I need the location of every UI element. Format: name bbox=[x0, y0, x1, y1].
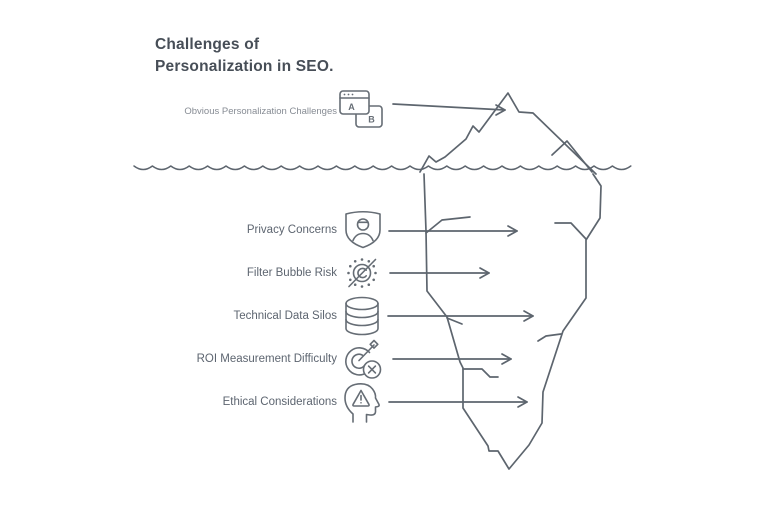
svg-text:B: B bbox=[368, 115, 375, 125]
arrow-privacy-concerns bbox=[388, 225, 518, 237]
crevice-right-top bbox=[554, 222, 587, 240]
label-filter-bubble-risk: Filter Bubble Risk bbox=[246, 267, 337, 279]
waterline-wave bbox=[133, 165, 632, 171]
crevice-right-lower bbox=[537, 333, 562, 342]
arrow-technical-data-silos bbox=[387, 310, 534, 322]
filter-bubble-icon bbox=[347, 258, 377, 288]
label-obvious-personalization-challenges: Obvious Personalization Challenges bbox=[184, 106, 337, 117]
svg-text:A: A bbox=[348, 102, 355, 112]
iceberg-secondary-peak bbox=[551, 140, 593, 173]
arrow-filter-bubble-risk bbox=[389, 267, 490, 279]
arrow-roi-measurement bbox=[392, 353, 512, 365]
database-icon bbox=[345, 296, 379, 336]
ab-test-icon: A B bbox=[339, 90, 383, 128]
label-roi-measurement-difficulty: ROI Measurement Difficulty bbox=[196, 353, 337, 365]
label-privacy-concerns: Privacy Concerns bbox=[246, 224, 337, 236]
crevice-left-top bbox=[425, 216, 471, 234]
roi-target-icon bbox=[345, 339, 382, 379]
page-title: Challenges of Personalization in SEO. bbox=[155, 34, 435, 77]
iceberg-body-outline bbox=[423, 173, 602, 470]
page-title-line1: Challenges of bbox=[155, 36, 260, 53]
crevice-left-lower bbox=[462, 368, 499, 378]
label-technical-data-silos: Technical Data Silos bbox=[233, 310, 337, 322]
shield-user-icon bbox=[345, 210, 381, 249]
arrow-ethical-considerations bbox=[388, 396, 528, 408]
page-title-line2: Personalization in SEO. bbox=[155, 57, 334, 75]
iceberg-tip-outline bbox=[419, 92, 597, 175]
crevice-left-mid bbox=[446, 317, 463, 325]
label-ethical-considerations: Ethical Considerations bbox=[222, 396, 337, 408]
ethics-head-icon bbox=[344, 383, 380, 423]
arrow-obvious-challenges bbox=[392, 103, 506, 116]
